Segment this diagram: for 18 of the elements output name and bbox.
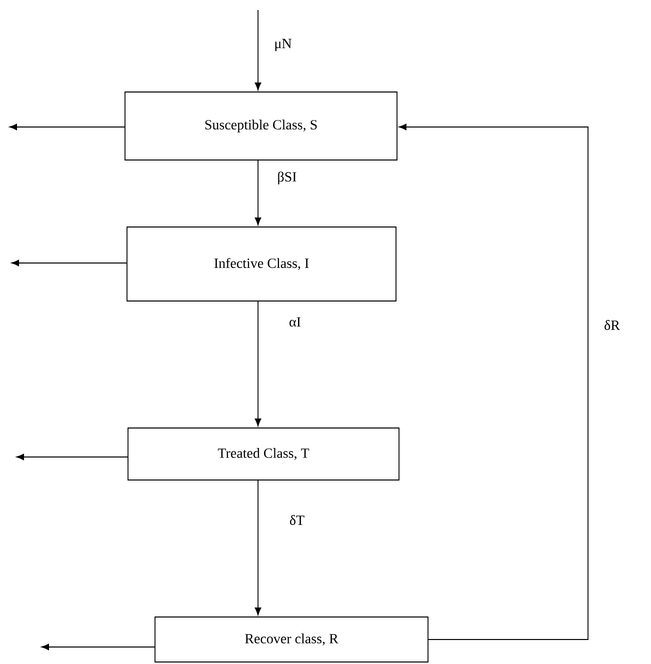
process-box: Infective Class, I bbox=[126, 226, 396, 302]
process-box: Susceptible Class, S bbox=[124, 92, 398, 160]
edge-label: δT bbox=[290, 515, 304, 525]
process-box: Recover class, R bbox=[154, 616, 428, 662]
edge-label: βSI bbox=[278, 172, 296, 184]
edge-label: μN bbox=[275, 38, 292, 52]
process-box: Treated Class, T bbox=[128, 428, 400, 480]
arrow bbox=[11, 260, 127, 266]
arrow bbox=[9, 124, 125, 130]
edge-label: δR bbox=[604, 320, 620, 330]
arrow bbox=[398, 124, 588, 640]
arrow bbox=[254, 10, 262, 90]
arrow bbox=[254, 160, 262, 226]
arrow bbox=[254, 301, 262, 426]
arrow bbox=[16, 454, 128, 460]
edge-label: αI bbox=[290, 317, 300, 327]
arrow bbox=[254, 480, 262, 616]
arrow bbox=[41, 644, 155, 650]
